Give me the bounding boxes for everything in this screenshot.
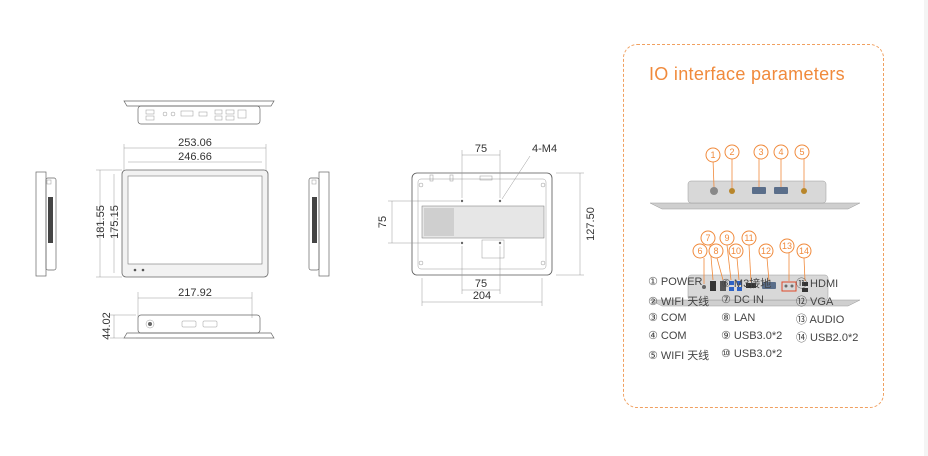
svg-text:6: 6 <box>697 246 702 256</box>
io-panel-title: IO interface parameters <box>649 64 845 84</box>
legend-item: ⑦ DC IN <box>721 294 764 306</box>
bottom-port-device <box>649 274 861 307</box>
legend-item: ③ COM <box>648 312 687 324</box>
bottom-view: 217.92 44.02 <box>101 287 275 340</box>
legend-item: ⑨ USB3.0*2 <box>721 330 783 342</box>
dim-rear-width: 204 <box>473 290 491 302</box>
dim-rear-mount: 4-M4 <box>532 143 557 155</box>
dim-rear-hole-top: 75 <box>475 143 487 155</box>
io-port-illustrations: 1 2 3 4 5 6 7 8 <box>649 144 861 307</box>
top-edge-view <box>123 100 275 125</box>
bottom-callouts: 6 7 8 9 10 11 12 13 14 <box>692 230 812 284</box>
legend-item: ⑧ LAN <box>721 312 756 324</box>
top-callouts: 1 2 3 4 5 <box>705 144 810 188</box>
svg-text:11: 11 <box>744 233 753 243</box>
legend-item: ⑪ HDMI <box>796 278 839 290</box>
dim-rear-height: 127.50 <box>585 207 597 241</box>
io-interface-panel: IO interface parameters 1 2 3 4 5 <box>623 44 884 408</box>
dim-height-outer: 181.55 <box>95 205 107 239</box>
legend-item: ① POWER <box>648 276 703 288</box>
legend-item: ② WIFI 天线 <box>648 296 710 308</box>
svg-text:4: 4 <box>778 147 783 157</box>
svg-text:2: 2 <box>729 147 734 157</box>
right-side-view <box>308 171 330 277</box>
svg-text:9: 9 <box>724 233 729 243</box>
rear-view: 75 4-M4 75 127.50 75 204 <box>377 143 597 306</box>
legend-item: ⑩ USB3.0*2 <box>721 348 783 360</box>
left-side-view <box>35 171 57 277</box>
svg-text:5: 5 <box>799 147 804 157</box>
svg-text:13: 13 <box>782 241 792 251</box>
width-dimensions: 253.06 246.66 <box>123 137 267 172</box>
dim-width-outer: 253.06 <box>178 137 212 149</box>
svg-text:7: 7 <box>705 233 710 243</box>
legend-item: ⑫ VGA <box>796 296 834 308</box>
dim-rear-hole-left: 75 <box>377 216 389 228</box>
front-view <box>121 169 269 278</box>
dim-rear-hole-bottom: 75 <box>475 278 487 290</box>
dim-depth: 44.02 <box>101 312 113 340</box>
svg-text:1: 1 <box>710 150 715 160</box>
legend-item: ⑤ WIFI 天线 <box>648 350 710 362</box>
height-dimensions: 181.55 175.15 <box>95 169 122 278</box>
svg-text:8: 8 <box>713 246 718 256</box>
top-port-device <box>649 180 861 210</box>
dim-width-inner: 246.66 <box>178 151 212 163</box>
scrollbar-track[interactable] <box>924 0 928 456</box>
legend-item: ④ COM <box>648 330 687 342</box>
svg-text:10: 10 <box>731 246 741 256</box>
legend-item: ⑥ M3接地 <box>721 278 772 290</box>
legend-item: ⑭ USB2.0*2 <box>796 332 859 344</box>
legend-item: ⑬ AUDIO <box>796 314 845 326</box>
dim-height-inner: 175.15 <box>109 205 121 239</box>
dim-width-bottom: 217.92 <box>178 287 212 299</box>
svg-text:12: 12 <box>761 246 771 256</box>
svg-text:3: 3 <box>758 147 763 157</box>
svg-text:14: 14 <box>799 246 809 256</box>
